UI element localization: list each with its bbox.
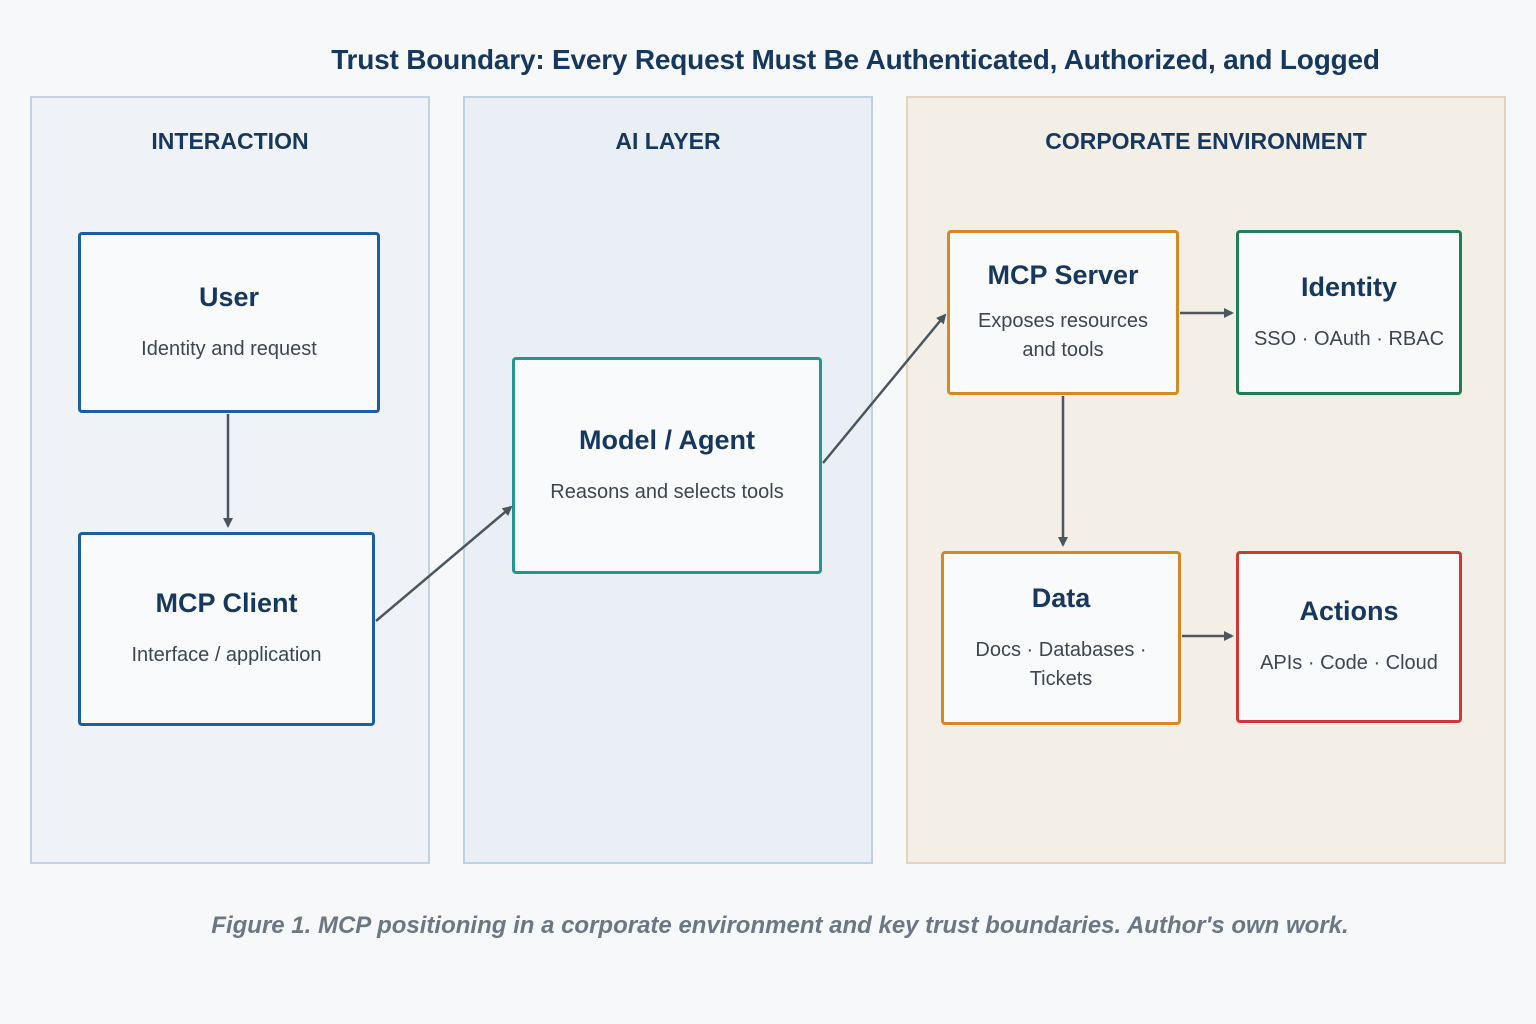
node-mcp-client-title: MCP Client (155, 588, 298, 618)
node-data-title: Data (1031, 582, 1091, 613)
node-mcp-client: MCP Client Interface / application (78, 532, 375, 726)
node-user-title: User (198, 281, 260, 312)
node-model-agent-title: Model / Agent (579, 424, 755, 455)
node-identity-subtitle: SSO · OAuth · RBAC (1253, 327, 1445, 350)
node-mcp-client-subtitle: Interface / application (131, 644, 322, 666)
zone-interaction: INTERACTION (30, 96, 430, 864)
zone-label-corporate: CORPORATE ENVIRONMENT (1045, 128, 1367, 154)
node-mcp-server-subtitle-line1: Exposes resources (977, 310, 1149, 332)
node-mcp-server-subtitle-line2: and tools (1022, 339, 1104, 361)
node-model-agent: Model / Agent Reasons and selects tools (512, 357, 822, 574)
node-data-subtitle: Docs · Databases · Tickets (975, 638, 1147, 690)
node-identity-title: Identity (1300, 271, 1397, 302)
zone-label-ai-layer: AI LAYER (615, 128, 721, 154)
arrow-mcp-client-to-model-agent (375, 505, 513, 622)
figure-caption: Figure 1. MCP positioning in a corporate… (211, 912, 1349, 939)
node-mcp-server: MCP Server Exposes resources and tools (947, 230, 1179, 395)
node-data: Data Docs · Databases · Tickets (941, 551, 1181, 725)
node-actions-title: Actions (1299, 596, 1399, 626)
node-actions: Actions APIs · Code · Cloud (1236, 551, 1462, 723)
diagram-title: Trust Boundary: Every Request Must Be Au… (331, 44, 1380, 75)
zone-label-interaction: INTERACTION (151, 128, 309, 154)
node-model-agent-subtitle: Reasons and selects tools (550, 480, 784, 503)
node-mcp-server-subtitle: Exposes resources and tools (978, 307, 1148, 365)
node-identity: Identity SSO · OAuth · RBAC (1236, 230, 1462, 395)
node-user: User Identity and request (78, 232, 380, 413)
zone-corporate-environment: CORPORATE ENVIRONMENT (906, 96, 1506, 864)
node-user-subtitle: Identity and request (141, 337, 317, 360)
node-mcp-server-title: MCP Server (987, 260, 1139, 290)
node-actions-subtitle: APIs · Code · Cloud (1260, 652, 1438, 674)
arrow-model-agent-to-mcp-server (822, 313, 947, 464)
